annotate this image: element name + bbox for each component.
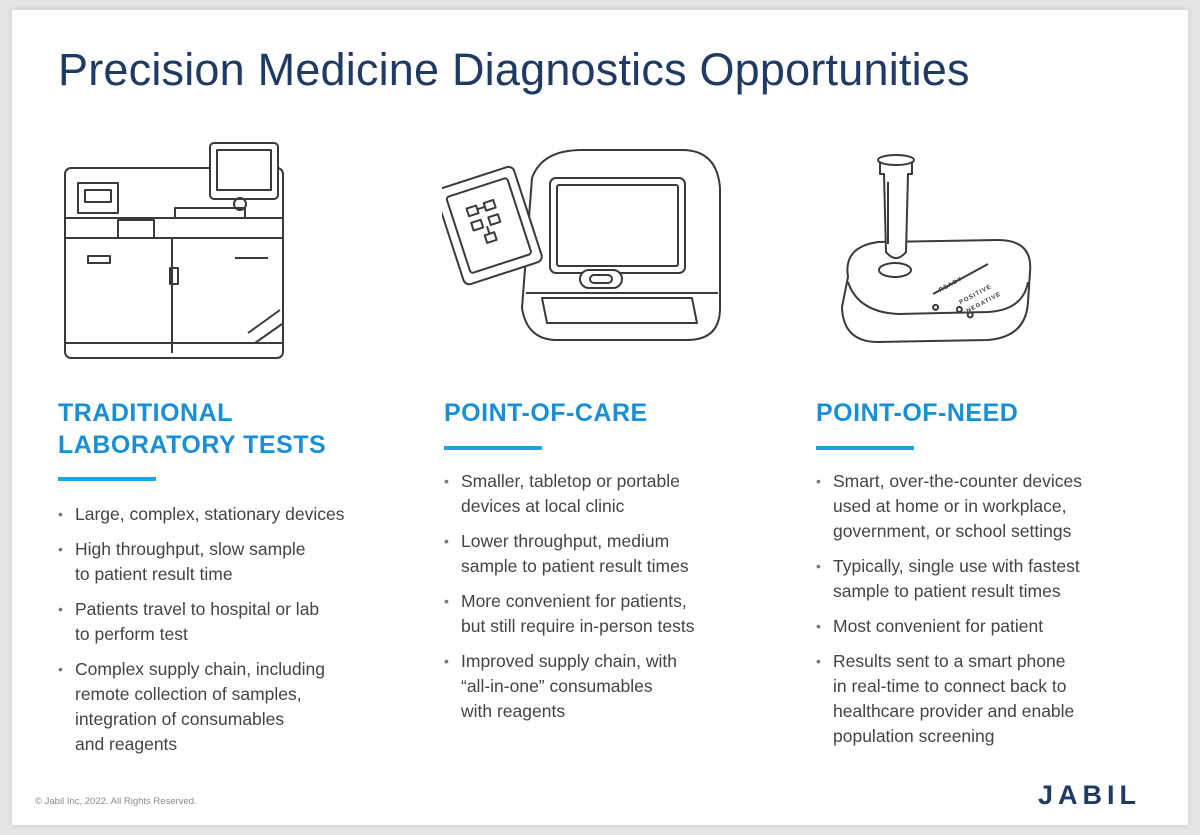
lab-analyzer-icon [64, 142, 284, 359]
list-item: Lower throughput, medium sample to patie… [444, 529, 784, 579]
accent-rule [58, 477, 156, 481]
list-item: Improved supply chain, with “all-in-one”… [444, 649, 784, 724]
list-item: Results sent to a smart phone in real-ti… [816, 649, 1156, 749]
list-item: Smaller, tabletop or portable devices at… [444, 469, 784, 519]
jabil-logo: JABIL [1038, 780, 1142, 810]
bullet-list-traditional: Large, complex, stationary devices High … [58, 502, 398, 767]
list-item: Most convenient for patient [816, 614, 1156, 639]
tabletop-device-icon [442, 149, 721, 341]
list-item: Patients travel to hospital or lab to pe… [58, 597, 398, 647]
accent-rule [444, 446, 542, 450]
home-test-device-icon [841, 154, 1032, 343]
bullet-list-point-of-need: Smart, over-the-counter devices used at … [816, 469, 1156, 759]
list-item: Typically, single use with fastest sampl… [816, 554, 1156, 604]
list-item: Large, complex, stationary devices [58, 502, 398, 527]
list-item: Complex supply chain, including remote c… [58, 657, 398, 757]
bullet-list-point-of-care: Smaller, tabletop or portable devices at… [444, 469, 784, 734]
accent-rule [816, 446, 914, 450]
list-item: More convenient for patients, but still … [444, 589, 784, 639]
column-title-point-of-need: POINT-OF-NEED [816, 399, 1019, 427]
list-item: Smart, over-the-counter devices used at … [816, 469, 1156, 544]
column-title-traditional: TRADITIONAL LABORATORY TESTS [58, 399, 327, 459]
list-item: High throughput, slow sample to patient … [58, 537, 398, 587]
page-title: Precision Medicine Diagnostics Opportuni… [58, 44, 970, 95]
column-title-point-of-care: POINT-OF-CARE [444, 399, 648, 427]
copyright-notice: © Jabil Inc, 2022. All Rights Reserved. [35, 796, 197, 807]
